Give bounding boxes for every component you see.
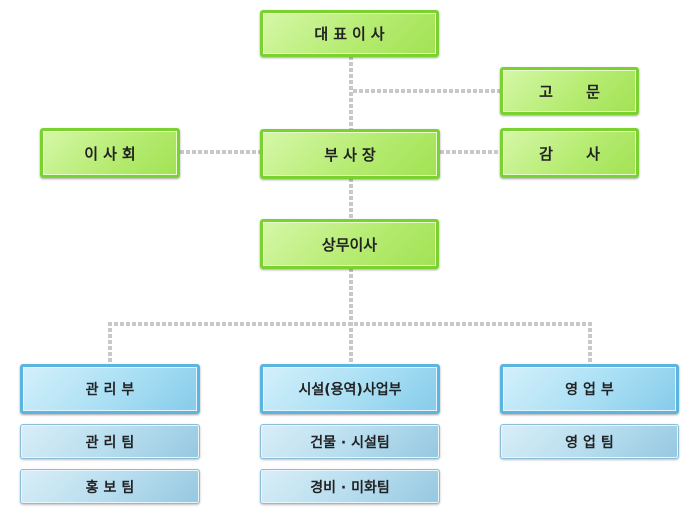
node-vice-president-label: 부사장	[324, 145, 381, 164]
connector-dept-bus	[108, 322, 594, 326]
dept-sales-label: 영업부	[565, 382, 619, 398]
team-pr-label: 홍보팀	[85, 479, 140, 496]
node-managing-director: 상무이사	[260, 219, 439, 269]
connector-auditor	[440, 150, 501, 154]
node-board: 이사회	[40, 128, 180, 178]
node-board-label: 이사회	[84, 144, 141, 163]
connector-advisor	[353, 89, 501, 93]
team-management: 관리팀	[20, 424, 200, 459]
dept-sales: 영업부	[500, 364, 679, 414]
node-vice-president: 부사장	[260, 129, 440, 179]
node-auditor-label: 감 사	[539, 144, 614, 163]
connector-dept-management	[108, 322, 112, 364]
team-building-facilities: 건물 · 시설팀	[260, 424, 440, 459]
dept-facilities-label: 시설(용역)사업부	[298, 382, 402, 398]
team-management-label: 관리팀	[85, 434, 140, 451]
dept-management-label: 관리부	[85, 382, 140, 398]
connector-ceo-vp	[349, 56, 353, 130]
node-ceo-label: 대표이사	[314, 25, 390, 43]
connector-vp-md	[349, 178, 353, 220]
dept-management: 관리부	[20, 364, 200, 414]
team-sales: 영업팀	[500, 424, 679, 459]
team-pr: 홍보팀	[20, 469, 200, 504]
team-security-cleaning: 경비 · 미화팀	[260, 469, 440, 504]
dept-facilities: 시설(용역)사업부	[260, 364, 440, 414]
node-auditor: 감 사	[500, 128, 639, 178]
node-managing-director-label: 상무이사	[321, 235, 378, 254]
node-advisor-label: 고 문	[539, 82, 614, 101]
node-ceo: 대표이사	[260, 10, 439, 57]
connector-md-depts	[349, 268, 353, 364]
connector-dept-sales	[588, 322, 592, 364]
team-building-facilities-label: 건물 · 시설팀	[310, 434, 390, 451]
team-security-cleaning-label: 경비 · 미화팀	[310, 479, 390, 496]
team-sales-label: 영업팀	[565, 434, 619, 451]
node-advisor: 고 문	[500, 67, 639, 115]
connector-board	[180, 150, 261, 154]
